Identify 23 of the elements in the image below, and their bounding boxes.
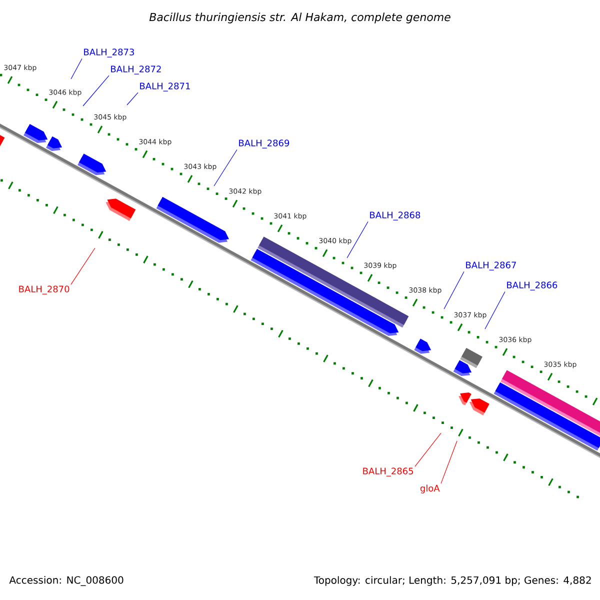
- gene-label: BALH_2868: [370, 212, 420, 220]
- gene-label: BALH_2867: [466, 262, 516, 270]
- gene-label: BALH_2869: [239, 140, 290, 148]
- leader-line: [82, 75, 110, 106]
- leader-line: [346, 221, 368, 258]
- gene-label: gloA: [420, 484, 440, 494]
- leader-line: [444, 271, 464, 310]
- leader-line: [484, 291, 506, 330]
- leader-line: [126, 92, 138, 106]
- leader-line: [70, 58, 82, 80]
- leader-line: [214, 149, 238, 186]
- accession-note: Accession: NC_008600: [9, 576, 124, 586]
- gene-label: BALH_2873: [84, 48, 134, 58]
- genome-info-note: Topology: circular; Length: 5,257,091 bp; Genes: 4,882: [314, 576, 591, 586]
- gene-label: BALH_2872: [111, 66, 161, 74]
- gene-label: BALH_2870: [19, 286, 70, 294]
- leader-line: [414, 432, 442, 467]
- leader-line: [70, 248, 96, 285]
- leader-line: [440, 440, 458, 484]
- gene-label: BALH_2871: [140, 82, 190, 92]
- gene-label: BALH_2865: [363, 468, 413, 476]
- title: Bacillus thuringiensis str. Al Hakam, complete genome: [149, 12, 450, 24]
- gene-label: BALH_2866: [507, 282, 558, 290]
